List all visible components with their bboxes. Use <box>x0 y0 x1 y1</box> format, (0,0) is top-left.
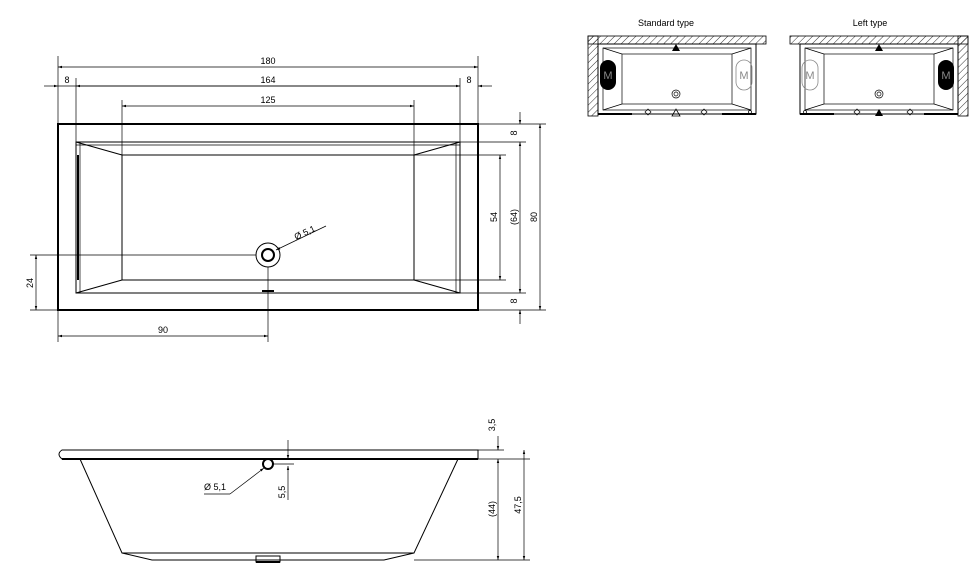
triangle-icon <box>875 44 883 51</box>
dim-total-length: 180 <box>260 56 275 66</box>
dim-right-rim: 8 <box>466 75 471 85</box>
side-overflow <box>262 458 274 470</box>
diamond-icon <box>700 108 708 116</box>
layout-left: Left type M M <box>789 18 969 117</box>
side-body <box>79 458 459 554</box>
dim-inner-length: 164 <box>260 75 275 85</box>
dim-inner-depth: (44) <box>487 501 497 517</box>
dim-bottom-length: 125 <box>260 95 275 105</box>
svg-text:M: M <box>739 70 748 82</box>
dim-drain-offset-x: 90 <box>158 325 168 335</box>
dim-rim-height: 3,5 <box>487 419 497 432</box>
triangle-icon <box>672 44 680 51</box>
dim-inner-width: (64) <box>509 209 519 225</box>
diamond-icon <box>644 108 652 116</box>
dim-left-rim: 8 <box>64 75 69 85</box>
motor-icon <box>600 60 616 90</box>
drain-icon <box>874 89 884 99</box>
motor-icon <box>801 59 819 91</box>
layout-left-title: Left type <box>853 18 888 28</box>
svg-text:M: M <box>805 70 814 82</box>
motor-icon <box>938 60 954 90</box>
dim-bottom-width: 54 <box>489 212 499 222</box>
diamond-icon <box>853 108 861 116</box>
dim-top-rim: 8 <box>509 130 519 135</box>
drain-inner <box>261 248 275 262</box>
dim-bottom-rim: 8 <box>509 298 519 303</box>
layout-standard: Standard type M M <box>587 18 767 117</box>
dim-total-width: 80 <box>529 212 539 222</box>
motor-icon <box>735 59 753 91</box>
side-rim <box>58 449 479 460</box>
top-view: 180 8 164 8 125 80 (64) 8 8 54 <box>25 56 546 342</box>
svg-text:M: M <box>603 70 612 82</box>
layout-standard-title: Standard type <box>638 18 694 28</box>
side-dim-drain-diameter: Ø 5,1 <box>204 482 226 492</box>
dim-drain-height: 5,5 <box>277 486 287 499</box>
dim-drain-diameter: Ø 5,1 <box>293 223 317 241</box>
drain-icon <box>671 89 681 99</box>
triangle-icon <box>671 108 681 117</box>
svg-text:M: M <box>941 70 950 82</box>
dim-drain-offset-y: 24 <box>25 278 35 288</box>
diamond-icon <box>906 108 914 116</box>
triangle-icon <box>875 109 883 116</box>
side-view: (44) 47,5 3,5 5,5 Ø 5,1 <box>58 419 530 563</box>
drain-outer <box>255 242 281 268</box>
dim-total-height: 47,5 <box>513 496 523 514</box>
